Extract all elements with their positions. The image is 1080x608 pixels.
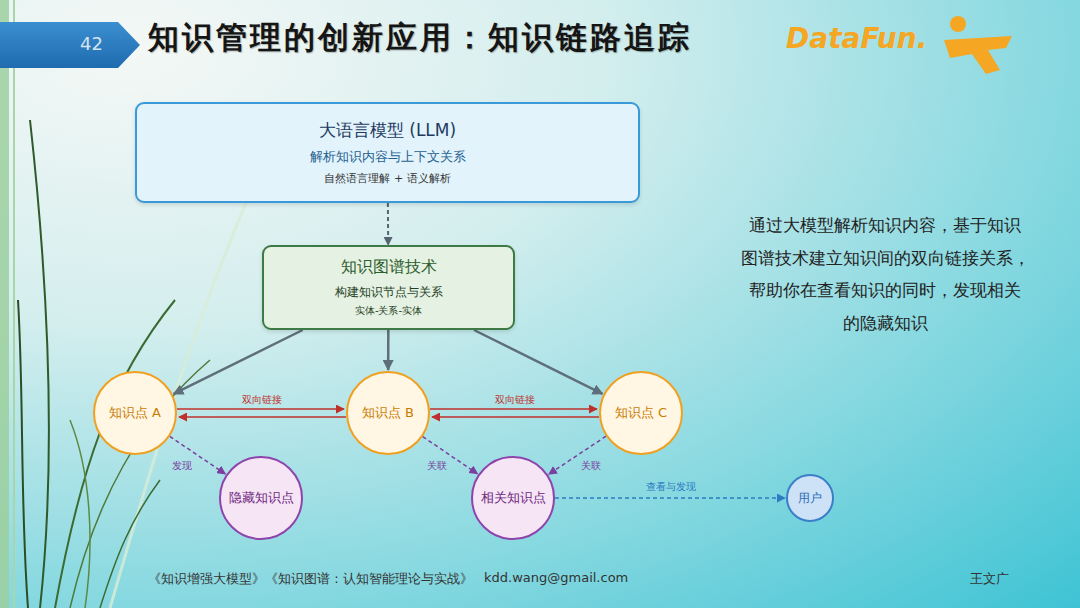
page-number: 42: [80, 33, 103, 54]
logo-body: [944, 36, 1012, 74]
node-subtitle: 自然语言理解 + 语义解析: [324, 171, 450, 186]
node-title: 知识图谱技术: [341, 257, 437, 278]
node-title: 相关知识点: [481, 489, 546, 507]
node-subtitle: 实体-关系-实体: [355, 304, 422, 318]
connector: [174, 330, 303, 394]
connector-line: [387, 203, 389, 245]
connector-line: [174, 330, 303, 394]
connector-line: [430, 408, 597, 410]
connector-line: [474, 330, 602, 394]
connector: [388, 330, 389, 370]
side-stripe: [0, 0, 9, 608]
logo-head: [950, 16, 966, 32]
knowledge-point: 知识点 B: [346, 371, 430, 455]
connector: [387, 203, 388, 245]
connector-label: 查看与发现: [646, 480, 696, 494]
connector-line: [555, 497, 785, 499]
node-title: 用户: [798, 490, 822, 507]
knowledge-point: 知识点 C: [599, 371, 683, 455]
connector-line: [549, 436, 606, 474]
connector-line: [387, 330, 390, 370]
node-title: 隐藏知识点: [229, 489, 294, 507]
grass-blade: [18, 300, 28, 608]
hidden-knowledge-point: 隐藏知识点: [219, 456, 303, 540]
connector-label: 双向链接: [495, 393, 535, 407]
connector: [474, 330, 602, 394]
node-subtitle: 构建知识节点与关系: [335, 284, 443, 301]
connector-label: 发现: [172, 459, 192, 473]
connector: [170, 436, 226, 473]
model-box: 大语言模型 (LLM) 解析知识内容与上下文关系自然语言理解 + 语义解析: [135, 102, 640, 203]
connector-label: 关联: [581, 459, 601, 473]
grass-blade: [70, 360, 210, 608]
related-knowledge-point: 相关知识点: [471, 456, 555, 540]
book-reference: 《知识增强大模型》《知识图谱：认知智能理论与实战》: [148, 570, 473, 588]
connector: [177, 409, 346, 417]
grass-blade: [70, 420, 90, 608]
connector-label: 双向链接: [242, 393, 282, 407]
node-title: 知识点 A: [109, 404, 161, 422]
node-title: 大语言模型 (LLM): [319, 119, 456, 142]
node-title: 知识点 B: [362, 404, 414, 422]
description-text: 通过大模型解析知识内容，基于知识 图谱技术建立知识间的双向链接关系， 帮助你在查…: [725, 209, 1045, 339]
connector-line: [423, 437, 478, 474]
grass-blade: [55, 300, 175, 608]
side-line: [13, 0, 15, 608]
circle-shape: [600, 372, 682, 454]
slide-title: 知识管理的创新应用：知识链路追踪: [148, 17, 692, 59]
circle-shape: [472, 457, 554, 539]
circle-shape: [220, 457, 302, 539]
grass-blade: [30, 120, 49, 608]
circle-shape: [347, 372, 429, 454]
grass-blade: [100, 480, 160, 608]
user-node: 用户: [786, 474, 834, 522]
connector-line: [170, 436, 226, 473]
connector-line: [432, 416, 599, 418]
connector: [423, 437, 478, 474]
circle-shape: [94, 372, 176, 454]
connector-label: 关联: [427, 459, 447, 473]
node-title: 知识点 C: [615, 404, 667, 422]
logo-text: DataFun.: [786, 22, 927, 55]
author-email: kdd.wang@gmail.com: [484, 570, 628, 585]
author-name: 王文广: [970, 570, 1009, 588]
knowledge-point: 知识点 A: [93, 371, 177, 455]
node-subtitle: 解析知识内容与上下文关系: [310, 148, 466, 166]
technology-box: 知识图谱技术构建知识节点与关系实体-关系-实体: [262, 245, 515, 330]
connector-line: [179, 416, 346, 418]
connector: [430, 409, 599, 417]
page-number-tab: [0, 22, 140, 68]
connector-line: [177, 408, 344, 410]
connector: [549, 436, 606, 474]
logo-figure: [944, 16, 1012, 74]
circle-shape: [787, 475, 833, 521]
connector: [555, 498, 785, 499]
